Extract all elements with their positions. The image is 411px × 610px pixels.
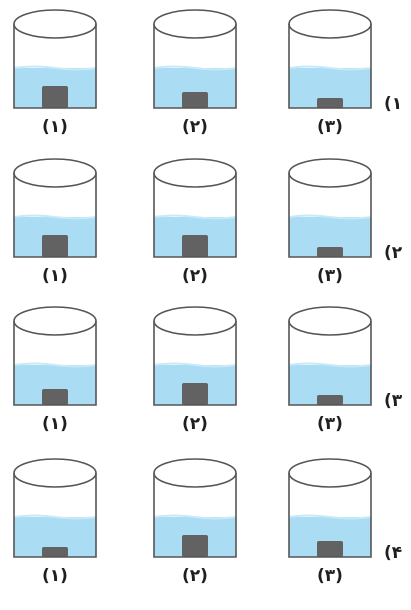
beaker-rim [13, 458, 97, 488]
beaker-rim [153, 158, 237, 188]
beaker-caption: (۱) [42, 566, 68, 586]
block [182, 235, 208, 257]
block [182, 92, 208, 108]
beaker-drawing [13, 158, 97, 258]
beaker-walls [13, 173, 97, 258]
water-surface [153, 362, 237, 368]
beaker-caption: (۳) [317, 117, 343, 137]
beaker-walls [288, 173, 372, 258]
beaker-rim [13, 158, 97, 188]
block [317, 395, 343, 405]
water-surface [288, 362, 372, 368]
beaker-drawing [13, 9, 97, 109]
beaker-walls [153, 473, 237, 558]
beaker-drawing [13, 458, 97, 558]
block [42, 235, 68, 257]
beaker-walls [288, 321, 372, 406]
beaker-walls [153, 24, 237, 109]
water-surface [153, 65, 237, 71]
beaker-rim [288, 9, 372, 39]
block [182, 383, 208, 405]
beaker-rim [288, 306, 372, 336]
beaker-walls [153, 173, 237, 258]
beaker-caption: (۳) [317, 566, 343, 586]
option-label: (۴ [384, 543, 403, 563]
block [42, 389, 68, 405]
beaker-rim [153, 458, 237, 488]
block [42, 86, 68, 108]
beaker-caption: (۲) [182, 566, 208, 586]
option-label: (۳ [384, 391, 403, 411]
beaker-drawing [13, 306, 97, 406]
beaker-drawing [288, 306, 372, 406]
option-row: (۱) (۲) (۳) (۴ [0, 455, 411, 603]
option-row: (۱) (۲) (۳) (۳ [0, 303, 411, 451]
beaker [285, 455, 375, 558]
beaker [150, 6, 240, 109]
beaker-walls [288, 24, 372, 109]
water-surface [153, 214, 237, 220]
water-surface [288, 65, 372, 71]
water-surface [153, 514, 237, 520]
beaker-caption: (۲) [182, 414, 208, 434]
block [317, 247, 343, 257]
beaker-rim [153, 9, 237, 39]
water-surface [13, 65, 97, 71]
beaker [10, 6, 100, 109]
water-surface [13, 514, 97, 520]
beaker [150, 303, 240, 406]
beaker [285, 303, 375, 406]
beaker-walls [13, 24, 97, 109]
option-label: (۲ [384, 243, 403, 263]
option-row: (۱) (۲) (۳) (۲ [0, 155, 411, 303]
block [317, 541, 343, 557]
beaker-caption: (۳) [317, 414, 343, 434]
beaker [10, 303, 100, 406]
beaker [150, 155, 240, 258]
beaker-drawing [288, 158, 372, 258]
beaker-rim [153, 306, 237, 336]
beaker-caption: (۲) [182, 266, 208, 286]
beaker [10, 155, 100, 258]
beaker-walls [288, 473, 372, 558]
beaker-drawing [153, 458, 237, 558]
beaker-walls [13, 473, 97, 558]
beaker-rim [288, 458, 372, 488]
beaker-caption: (۱) [42, 414, 68, 434]
beaker [285, 155, 375, 258]
beaker [150, 455, 240, 558]
beaker [10, 455, 100, 558]
water-surface [288, 514, 372, 520]
beaker-rim [288, 158, 372, 188]
beaker-drawing [153, 9, 237, 109]
beaker-caption: (۱) [42, 266, 68, 286]
beaker-rim [13, 9, 97, 39]
water-surface [13, 214, 97, 220]
beaker-drawing [288, 458, 372, 558]
option-label: (۱ [384, 94, 403, 114]
beaker-caption: (۲) [182, 117, 208, 137]
option-row: (۱) (۲) (۳) (۱ [0, 6, 411, 154]
water-surface [13, 362, 97, 368]
beaker-rim [13, 306, 97, 336]
beaker-drawing [153, 158, 237, 258]
beaker-walls [13, 321, 97, 406]
beaker [285, 6, 375, 109]
beaker-walls [153, 321, 237, 406]
block [42, 547, 68, 557]
beaker-caption: (۳) [317, 266, 343, 286]
block [317, 98, 343, 108]
beaker-drawing [153, 306, 237, 406]
beaker-caption: (۱) [42, 117, 68, 137]
block [182, 535, 208, 557]
water-surface [288, 214, 372, 220]
beaker-drawing [288, 9, 372, 109]
